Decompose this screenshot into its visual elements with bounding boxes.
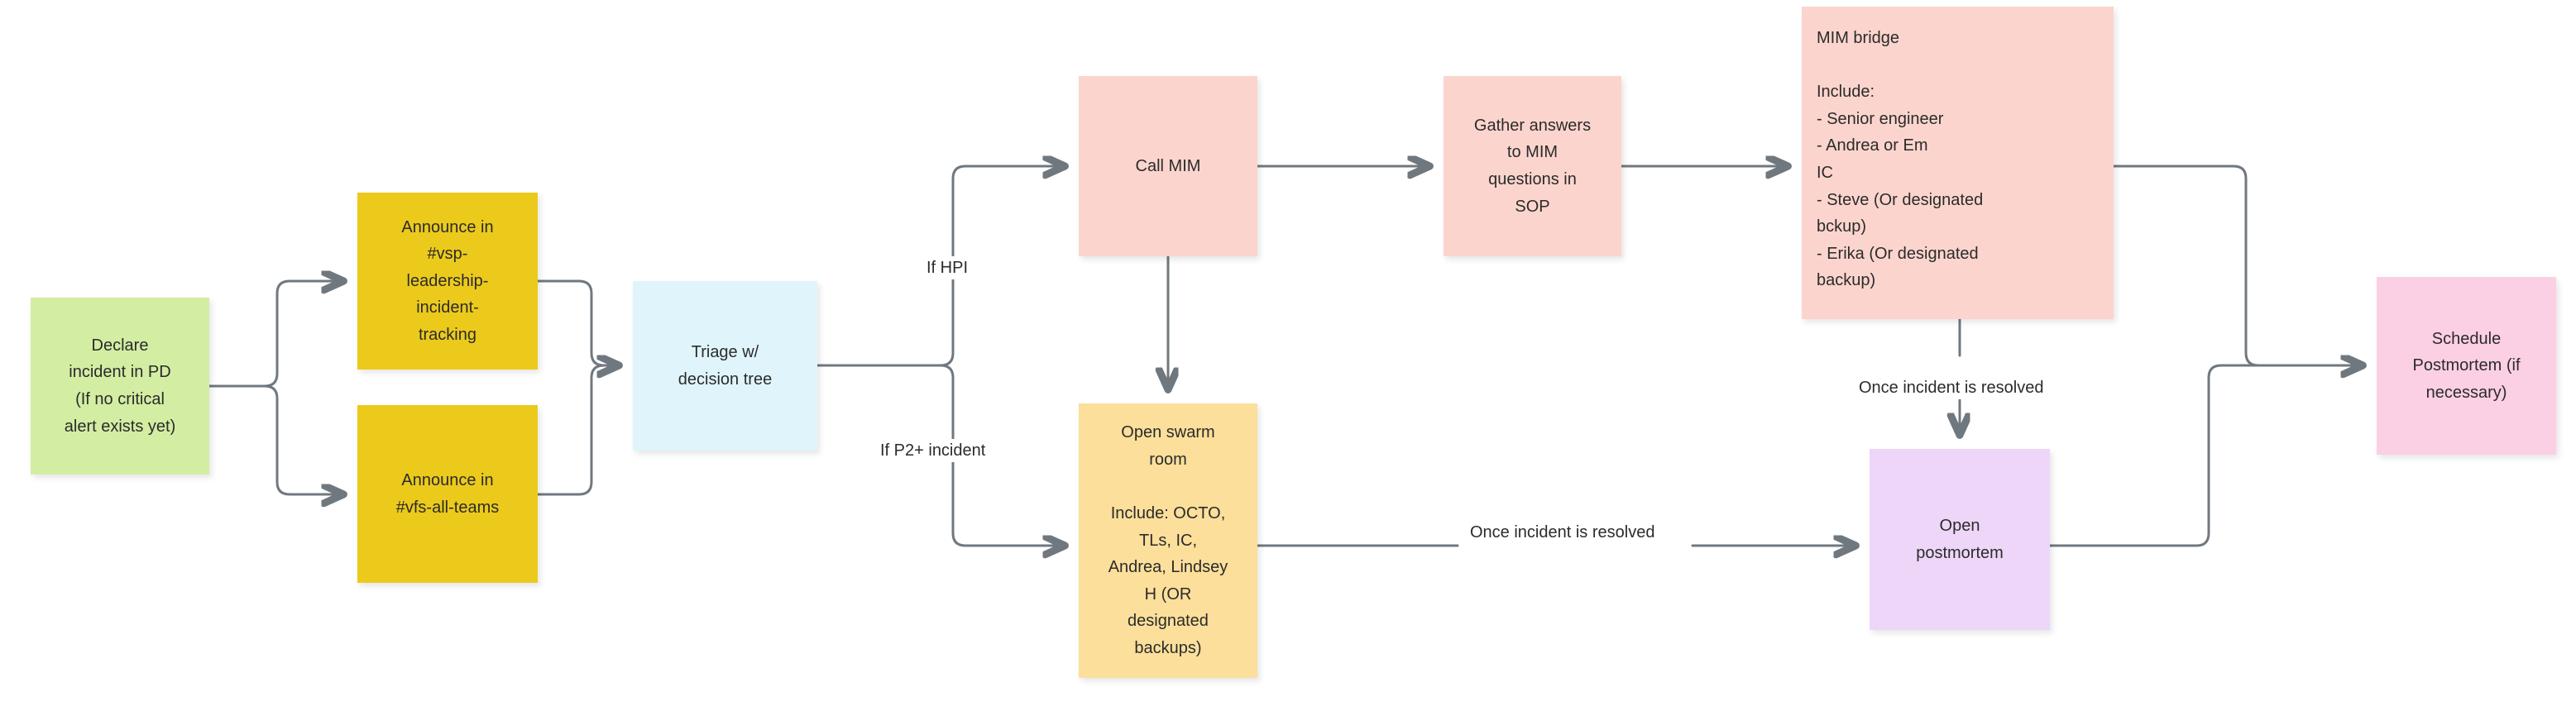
node-gather-answers-to-mim-questions[interactable]: Gather answers to MIM questions in SOP	[1444, 76, 1621, 256]
edge-label-once-incident-resolved-bridge: Once incident is resolved	[1853, 376, 2050, 399]
edge-declare-to-announce-vfs	[208, 384, 344, 494]
edge-announce-vfs-to-triage	[536, 364, 621, 496]
node-triage-decision-tree[interactable]: Triage w/ decision tree	[633, 281, 817, 451]
node-announce-vfs-all-teams[interactable]: Announce in #vfs-all-teams	[357, 405, 538, 583]
edge-label-if-hpi: If HPI	[921, 256, 974, 279]
edge-label-if-p2-incident: If P2+ incident	[874, 439, 992, 462]
node-open-swarm-room[interactable]: Open swarm room Include: OCTO, TLs, IC, …	[1079, 403, 1257, 678]
node-mim-bridge[interactable]: MIM bridge Include: - Senior engineer - …	[1802, 7, 2114, 319]
edge-open-postmortem-to-schedule-postmortem	[2048, 364, 2365, 547]
edge-label-once-incident-resolved-swarm: Once incident is resolved	[1464, 521, 1661, 544]
edge-mim-bridge-to-schedule-postmortem	[2112, 165, 2363, 365]
node-schedule-postmortem[interactable]: Schedule Postmortem (if necessary)	[2377, 277, 2556, 455]
node-call-mim[interactable]: Call MIM	[1079, 76, 1257, 256]
node-open-postmortem[interactable]: Open postmortem	[1870, 449, 2050, 630]
edge-announce-vsp-to-triage	[536, 279, 620, 365]
edge-declare-to-announce-vsp	[208, 281, 344, 388]
node-announce-vsp-leadership-incident-tracking[interactable]: Announce in #vsp- leadership- incident- …	[357, 193, 538, 370]
node-declare-incident[interactable]: Declare incident in PD (If no critical a…	[31, 298, 209, 475]
